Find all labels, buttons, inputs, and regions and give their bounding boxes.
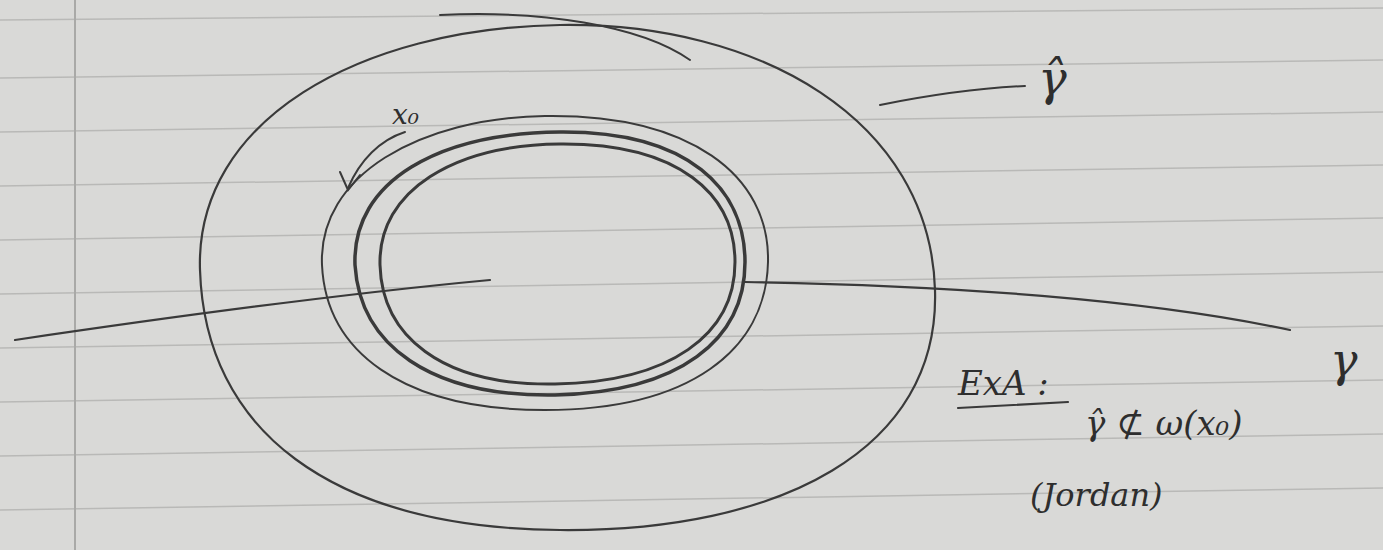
curve-label: γ [1330,335,1358,386]
arrow-head [340,172,360,190]
ruled-lines [0,8,1383,510]
note-text: (Jordan) [1030,478,1163,513]
gamma-curve [745,282,1290,330]
example-label: ExA : [958,365,1049,402]
inner-orbit [355,132,745,395]
top-arc [440,14,690,60]
outer-curve [200,25,935,530]
middle-loop [322,116,768,410]
curve-label: γ̂ [1038,52,1067,105]
inner-orbit [380,144,735,384]
note-text: γ̂ ⊄ ω(x₀) [1085,405,1242,442]
point-label: x₀ [392,100,419,131]
gamma-curve [15,280,490,340]
underline [958,402,1068,408]
margin-line [74,0,76,550]
leader-line [880,86,1025,105]
